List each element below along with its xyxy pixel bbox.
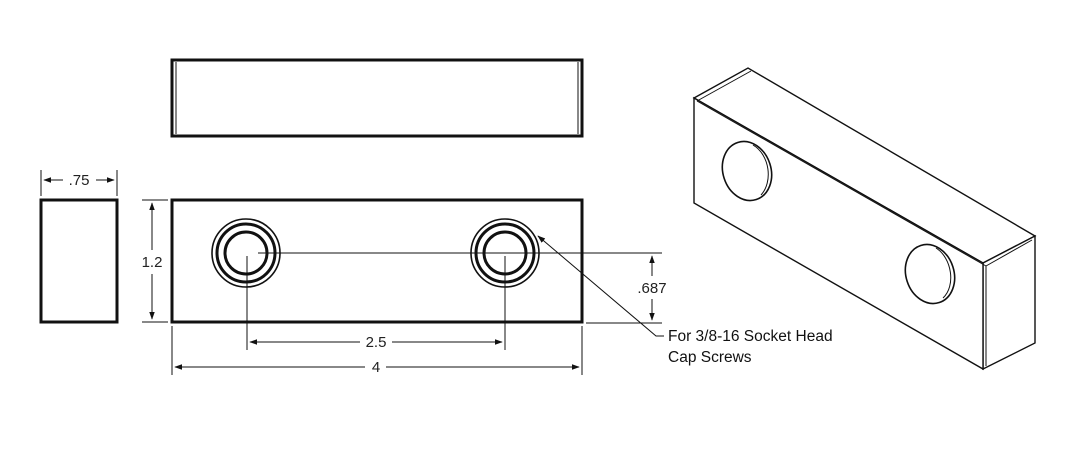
iso-hole-right — [904, 243, 956, 305]
top-view — [170, 58, 584, 138]
iso-bevel-1 — [696, 70, 752, 102]
spacing-label: 2.5 — [366, 334, 387, 351]
note-line-2: Cap Screws — [668, 349, 752, 366]
iso-hole-left-rim — [721, 140, 773, 202]
iso-front-face — [693, 96, 984, 371]
iso-bevel-3 — [985, 239, 1033, 267]
length-label: 4 — [372, 359, 380, 376]
isometric-view — [692, 67, 1037, 371]
iso-hole-left — [721, 140, 773, 202]
top-view-outline — [170, 58, 584, 138]
note-leader — [537, 235, 664, 337]
iso-bevel-2 — [696, 100, 987, 267]
iso-hole-left-inner — [752, 144, 769, 196]
iso-hole-right-rim — [904, 243, 956, 305]
side-width-label: .75 — [69, 172, 90, 189]
front-view-outline — [170, 198, 584, 324]
side-view: .75 — [39, 170, 119, 324]
height-label: 1.2 — [142, 254, 163, 271]
offset-label: .687 — [637, 280, 666, 297]
note-line-1: For 3/8-16 Socket Head — [668, 328, 833, 345]
front-view: 1.2 .687 2.5 4 — [142, 198, 667, 376]
side-view-outline — [39, 198, 119, 324]
iso-hole-right-inner — [935, 247, 952, 299]
